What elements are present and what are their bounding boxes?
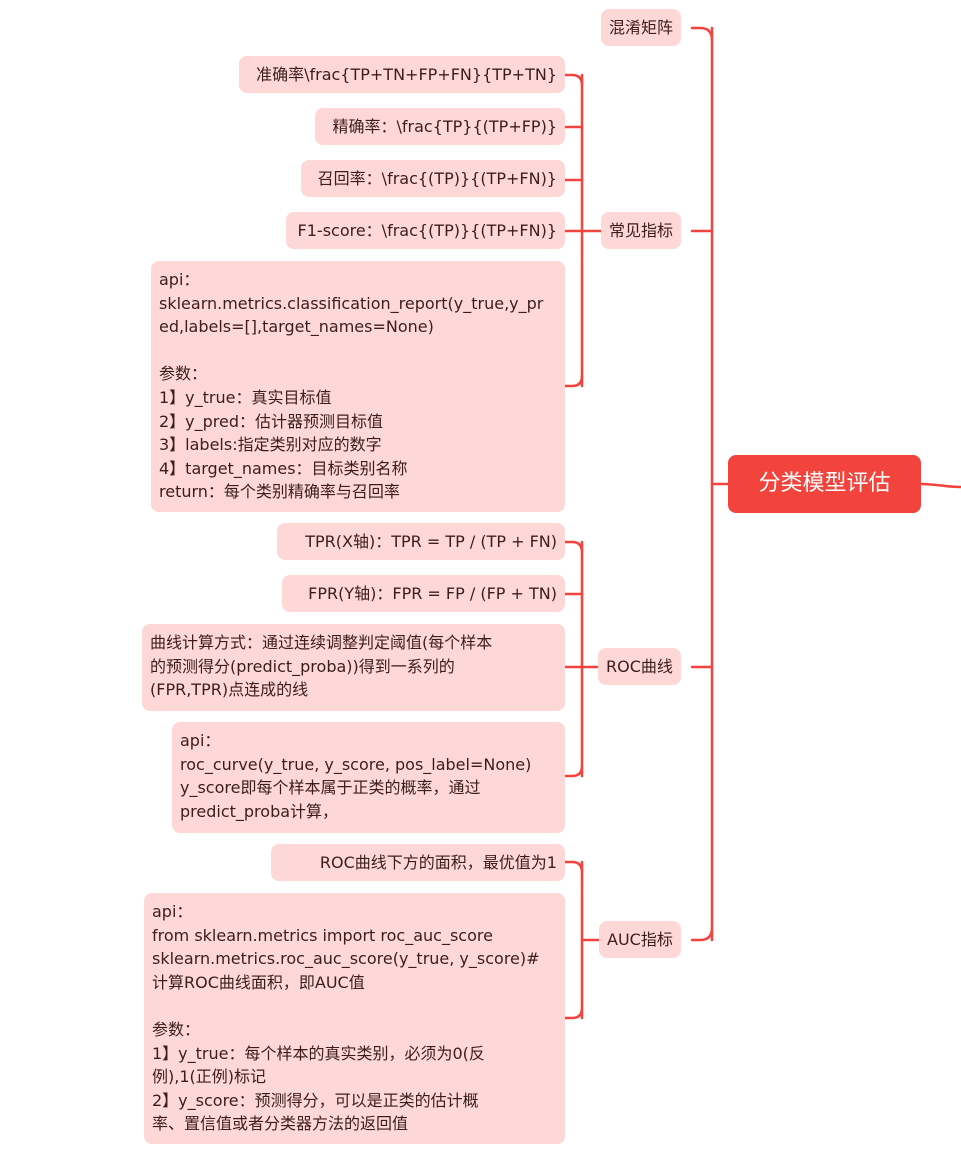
metric-accuracy[interactable]: 准确率\frac{TP+TN+FP+FN}{TP+TN}	[239, 56, 565, 93]
auc-api-note[interactable]: api： from sklearn.metrics import roc_auc…	[144, 893, 565, 1144]
note-line: api：	[180, 731, 221, 750]
note-line: predict_proba计算，	[180, 801, 339, 821]
branch-common-metrics[interactable]: 常见指标	[601, 212, 682, 249]
roc-api-note[interactable]: api： roc_curve(y_true, y_score, pos_labe…	[172, 722, 565, 833]
note-line: ed,labels=[],target_names=None)	[159, 317, 434, 337]
note-line: api：	[152, 902, 193, 921]
roc-fpr-item[interactable]: FPR(Y轴)：FPR = FP / (FP + TN)	[282, 575, 565, 612]
metric-f1-score[interactable]: F1-score：\frac{(TP)}{(TP+FN)}	[286, 212, 565, 249]
branch-auc[interactable]: AUC指标	[599, 921, 681, 958]
note-line: from sklearn.metrics import roc_auc_scor…	[152, 925, 493, 945]
note-line: 4】target_names：目标类别名称	[159, 458, 408, 478]
note-line: return：每个类别精确率与召回率	[159, 482, 400, 502]
note-line: 1】y_true：每个样本的真实类别，必须为0(反	[152, 1043, 485, 1063]
note-line	[152, 994, 557, 1018]
note-line: (FPR,TPR)点连成的线	[150, 680, 309, 700]
note-line: 计算ROC曲线面积，即AUC值	[152, 972, 365, 992]
note-line: 1】y_true：真实目标值	[159, 387, 332, 407]
note-line: api：	[159, 270, 200, 289]
note-line: 参数：	[159, 364, 208, 384]
note-line	[159, 339, 557, 363]
note-line: sklearn.metrics.classification_report(y_…	[159, 293, 544, 313]
note-line: 曲线计算方式：通过连续调整判定阈值(每个样本	[150, 633, 493, 652]
root-topic[interactable]: 分类模型评估	[728, 455, 921, 513]
note-line: 2】y_score：预测得分，可以是正类的估计概	[152, 1090, 479, 1110]
note-line: y_score即每个样本属于正类的概率，通过	[180, 778, 481, 798]
note-line: 参数：	[152, 1019, 201, 1039]
branch-confusion-matrix[interactable]: 混淆矩阵	[601, 9, 682, 46]
metric-recall[interactable]: 召回率：\frac{(TP)}{(TP+FN)}	[301, 160, 565, 197]
auc-definition-item[interactable]: ROC曲线下方的面积，最优值为1	[271, 844, 565, 881]
note-line: roc_curve(y_true, y_score, pos_label=Non…	[180, 754, 532, 774]
branch-roc-curve[interactable]: ROC曲线	[598, 648, 681, 685]
metric-precision[interactable]: 精确率：\frac{TP}{(TP+FP)}	[315, 108, 565, 145]
note-line: 的预测得分(predict_proba))得到一系列的	[150, 656, 455, 676]
roc-tpr-item[interactable]: TPR(X轴)：TPR = TP / (TP + FN)	[277, 523, 565, 560]
note-line: 2】y_pred：估计器预测目标值	[159, 411, 384, 431]
note-line: 3】labels:指定类别对应的数字	[159, 435, 382, 455]
note-line: 率、置信值或者分类器方法的返回值	[152, 1114, 409, 1134]
note-line: sklearn.metrics.roc_auc_score(y_true, y_…	[152, 949, 540, 969]
metrics-api-note[interactable]: api： sklearn.metrics.classification_repo…	[151, 261, 565, 512]
note-line: 例),1(正例)标记	[152, 1067, 266, 1087]
roc-calc-note[interactable]: 曲线计算方式：通过连续调整判定阈值(每个样本 的预测得分(predict_pro…	[142, 624, 565, 711]
